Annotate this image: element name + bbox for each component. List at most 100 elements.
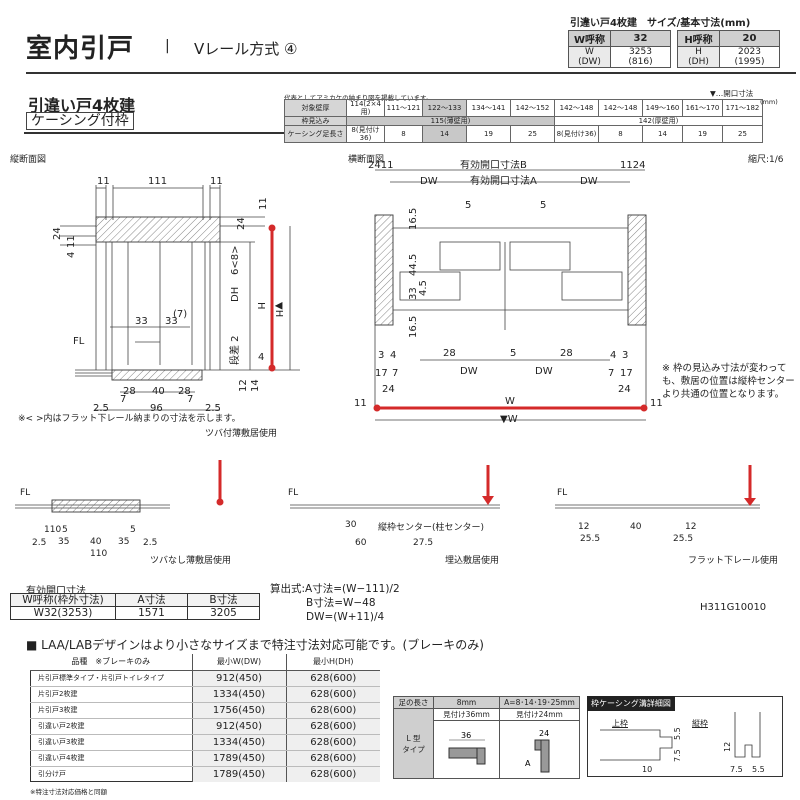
product-type: 引違い戸4枚建 <box>28 96 136 115</box>
svg-text:4: 4 <box>390 350 396 361</box>
svg-text:▼H: ▼H <box>273 302 284 317</box>
size-table-caption: 引違い戸4枚建 サイズ/基本寸法(mm) <box>570 18 751 29</box>
casing-detail-title: 枠ケーシング溝詳細図 <box>587 696 675 711</box>
h-label: H呼称 <box>677 30 720 47</box>
vertical-section-label: 縦断面図 <box>10 155 47 165</box>
svg-text:11: 11 <box>210 176 223 187</box>
svg-text:24: 24 <box>618 384 631 395</box>
svg-text:7: 7 <box>120 394 126 405</box>
casing-detail-frame <box>587 696 783 777</box>
svg-text:16.5: 16.5 <box>408 316 419 338</box>
svg-text:40: 40 <box>152 386 165 397</box>
h-dim-label: H(DH) <box>677 46 720 68</box>
svg-text:12: 12 <box>723 742 732 752</box>
svg-text:(7): (7) <box>173 309 187 320</box>
svg-text:14: 14 <box>250 379 261 392</box>
casing-detail-drawing: 5.5 7.5 10 12 7.5 5.5 <box>600 712 765 774</box>
scale-label: 縮尺:1/6 <box>748 155 784 165</box>
laa-notice: ■ LAA/LABデザインはより小さなサイズまで特注寸法対応可能です。(ブレーキ… <box>26 638 484 652</box>
sill-caption-2: 埋込敷居使用 <box>445 556 500 566</box>
sill-details-drawing <box>15 460 760 513</box>
center-note: 縦枠センター(柱センター) <box>378 523 485 533</box>
svg-text:4: 4 <box>610 350 616 361</box>
foot-8mm-sketch: 36 <box>433 720 500 779</box>
svg-text:11: 11 <box>354 398 367 409</box>
drawing-code: H311G10010 <box>700 602 767 613</box>
svg-text:28: 28 <box>560 348 573 359</box>
svg-text:5: 5 <box>465 200 471 211</box>
svg-text:7: 7 <box>187 394 193 405</box>
svg-text:17: 17 <box>375 368 388 379</box>
svg-text:24: 24 <box>52 227 63 240</box>
vertical-section-note: ※< >内はフラット下レール納まりの寸法を示します。 <box>18 414 241 424</box>
side-frame-label: 縦枠 <box>692 719 708 728</box>
svg-text:5.5: 5.5 <box>752 765 765 774</box>
svg-text:33: 33 <box>165 316 178 327</box>
page-title: 室内引戸 <box>26 34 135 64</box>
svg-text:28: 28 <box>123 386 136 397</box>
w-dim-label: W(DW) <box>568 46 611 68</box>
svg-text:11: 11 <box>650 398 663 409</box>
svg-text:33: 33 <box>135 316 148 327</box>
svg-text:DW: DW <box>420 176 438 187</box>
svg-text:33: 33 <box>408 287 419 300</box>
svg-text:段差 2: 段差 2 <box>228 335 241 365</box>
svg-text:5: 5 <box>540 200 546 211</box>
svg-text:DH: DH <box>230 287 241 302</box>
svg-text:H: H <box>255 302 266 310</box>
svg-text:11: 11 <box>97 176 110 187</box>
svg-text:5.5: 5.5 <box>673 727 682 740</box>
laa-table-note: ※特注寸法対応価格と同額 <box>30 788 107 796</box>
svg-text:24: 24 <box>236 217 247 230</box>
horizontal-section-label: 横断面図 <box>348 155 385 165</box>
formulas: 算出式:A寸法=(W−111)/2 B寸法=W−48 DW=(W+11)/4 <box>270 583 400 623</box>
svg-text:4.5: 4.5 <box>418 280 429 296</box>
svg-text:A: A <box>525 759 531 768</box>
svg-text:6<8>: 6<8> <box>230 246 241 275</box>
svg-text:W: W <box>505 396 515 407</box>
svg-text:4: 4 <box>66 252 77 258</box>
svg-text:17: 17 <box>620 368 633 379</box>
svg-text:2411: 2411 <box>368 160 393 171</box>
w-value: 32 <box>610 30 671 47</box>
w-label: W呼称 <box>568 30 611 47</box>
header-divider <box>26 72 796 74</box>
svg-text:111: 111 <box>148 176 167 187</box>
svg-text:16.5: 16.5 <box>408 208 419 230</box>
svg-text:▼W: ▼W <box>500 414 518 425</box>
svg-text:36: 36 <box>461 731 471 740</box>
laa-min-size-table: 品種 ※ブレーキのみ最小W(DW)最小H(DH) 片引戸標準タイプ・片引戸トイレ… <box>30 654 380 782</box>
svg-text:有効開口寸法A: 有効開口寸法A <box>470 174 537 187</box>
svg-text:有効開口寸法B: 有効開口寸法B <box>460 160 527 171</box>
svg-text:12: 12 <box>238 379 249 392</box>
product-divider <box>24 132 284 134</box>
horizontal-section-note: ※ 枠の見込み寸法が変わっても、敷居の位置は縦枠センターより共通の位置となります… <box>662 363 795 400</box>
fit-table-caption: 代表としてアミカケの納まり図を掲載しています。 <box>284 94 433 102</box>
svg-text:3: 3 <box>622 350 628 361</box>
svg-text:7.5: 7.5 <box>673 749 682 762</box>
svg-text:1124: 1124 <box>620 160 645 171</box>
svg-text:DW: DW <box>580 176 598 187</box>
svg-text:5: 5 <box>510 348 516 359</box>
horizontal-section-drawing: 2411 有効開口寸法B 1124 DW 有効開口寸法A DW 5 5 16.5… <box>354 160 663 425</box>
page-subtitle: Vレール方式 ④ <box>194 40 298 58</box>
h-dim-value: 2023(1995) <box>719 46 780 68</box>
svg-text:7: 7 <box>392 368 398 379</box>
fit-table: 対象壁厚 114(2×4用) 111～121 122～133 134～141 1… <box>284 99 763 143</box>
title-separator: | <box>165 38 170 54</box>
svg-text:2.5: 2.5 <box>205 403 221 414</box>
sill-caption-1: ツバなし薄敷居使用 <box>150 556 232 566</box>
svg-text:28: 28 <box>443 348 456 359</box>
svg-text:24: 24 <box>382 384 395 395</box>
w-dim-value: 3253(816) <box>610 46 671 68</box>
h-value: 20 <box>719 30 780 47</box>
svg-text:44.5: 44.5 <box>408 254 419 276</box>
svg-text:11: 11 <box>66 235 77 248</box>
vertical-section-drawing: 11 111 11 FL (7) 33 33 28 40 28 2.5 96 2… <box>52 176 300 414</box>
svg-text:7.5: 7.5 <box>730 765 743 774</box>
